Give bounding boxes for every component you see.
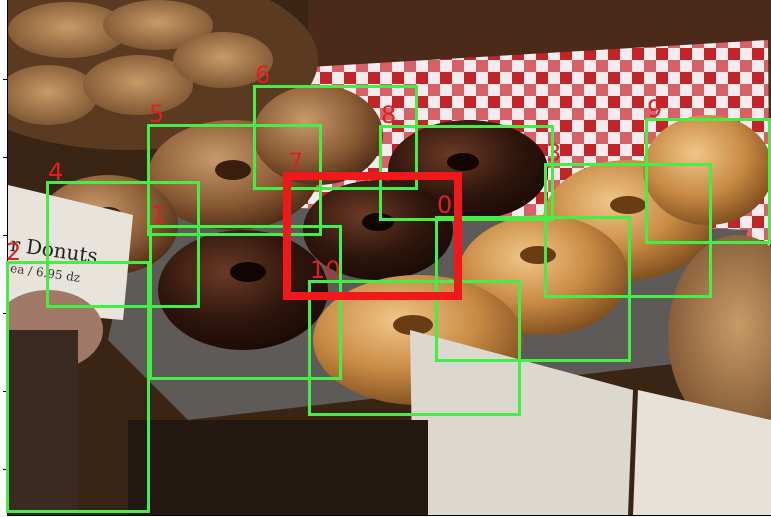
bbox-2[interactable] — [6, 261, 150, 513]
bbox-4[interactable] — [46, 181, 200, 308]
axis-tick — [3, 391, 7, 392]
bbox-label-4: 4 — [48, 158, 64, 186]
axis-bottom — [7, 515, 771, 516]
axis-left — [7, 0, 8, 515]
bbox-5[interactable] — [147, 124, 322, 236]
bbox-label-9: 9 — [647, 95, 663, 123]
axis-tick — [3, 313, 7, 314]
bbox-10[interactable] — [308, 280, 521, 416]
bbox-label-2: 2 — [6, 238, 22, 266]
bbox-label-5: 5 — [149, 100, 165, 128]
bbox-label-8: 8 — [381, 101, 397, 129]
axis-tick — [3, 157, 7, 158]
bbox-3[interactable] — [544, 163, 712, 298]
axis-tick — [3, 469, 7, 470]
bbox-7-target[interactable] — [283, 172, 462, 300]
bbox-label-7: 7 — [288, 148, 304, 176]
bbox-label-1: 1 — [151, 201, 167, 229]
axis-tick — [3, 79, 7, 80]
axis-tick — [3, 235, 7, 236]
bbox-label-10: 10 — [310, 256, 341, 284]
bbox-6[interactable] — [253, 85, 418, 190]
bbox-9[interactable] — [645, 118, 771, 244]
bbox-label-0: 0 — [437, 191, 453, 219]
bbox-0[interactable] — [435, 216, 631, 362]
bbox-label-6: 6 — [255, 61, 271, 89]
bbox-1[interactable] — [149, 225, 342, 380]
